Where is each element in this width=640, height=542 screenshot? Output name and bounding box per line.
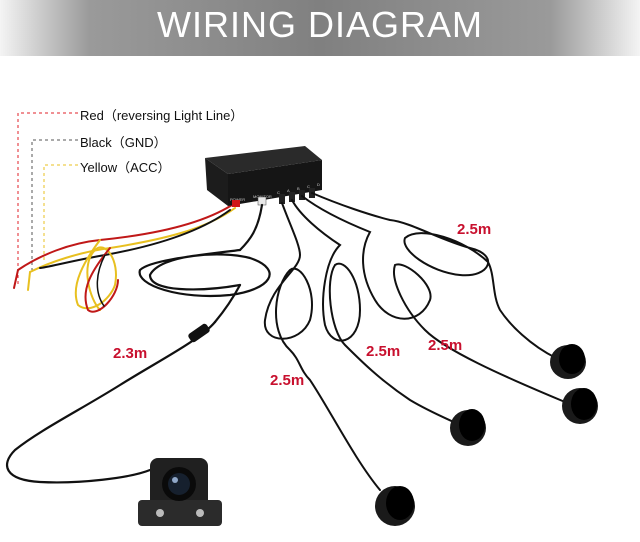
svg-text:A: A	[287, 188, 290, 193]
power-harness	[13, 204, 236, 313]
parking-sensor-4	[550, 344, 586, 379]
svg-text:C: C	[277, 190, 280, 195]
sensor-2-cable-length: 2.5m	[366, 343, 401, 360]
parking-sensor-2	[450, 409, 486, 446]
svg-text:D: D	[317, 182, 320, 187]
svg-text:B: B	[297, 186, 300, 191]
camera-cable-length: 2.3m	[113, 345, 148, 362]
sensor-4-cable-length: 2.5m	[457, 221, 492, 238]
label-leader-lines	[17, 112, 78, 285]
sensor-cables	[263, 192, 566, 491]
title-banner: WIRING DIAGRAM	[0, 0, 640, 56]
parking-sensor-1	[375, 486, 415, 526]
yellow-wire-label: Yellow（ACC）	[80, 160, 171, 175]
svg-text:C: C	[307, 184, 310, 189]
svg-text:POWER: POWER	[230, 197, 245, 202]
diagram-title: WIRING DIAGRAM	[157, 4, 483, 45]
parking-sensor-3	[562, 388, 598, 424]
camera-cable	[5, 203, 271, 484]
red-wire-label: Red（reversing Light Line）	[80, 108, 244, 123]
black-wire-label: Black（GND）	[80, 135, 167, 150]
sensor-1-cable-length: 2.5m	[270, 372, 305, 389]
rear-camera	[138, 458, 222, 526]
svg-text:MONITOR: MONITOR	[253, 194, 272, 199]
sensor-3-cable-length: 2.5m	[428, 337, 463, 354]
